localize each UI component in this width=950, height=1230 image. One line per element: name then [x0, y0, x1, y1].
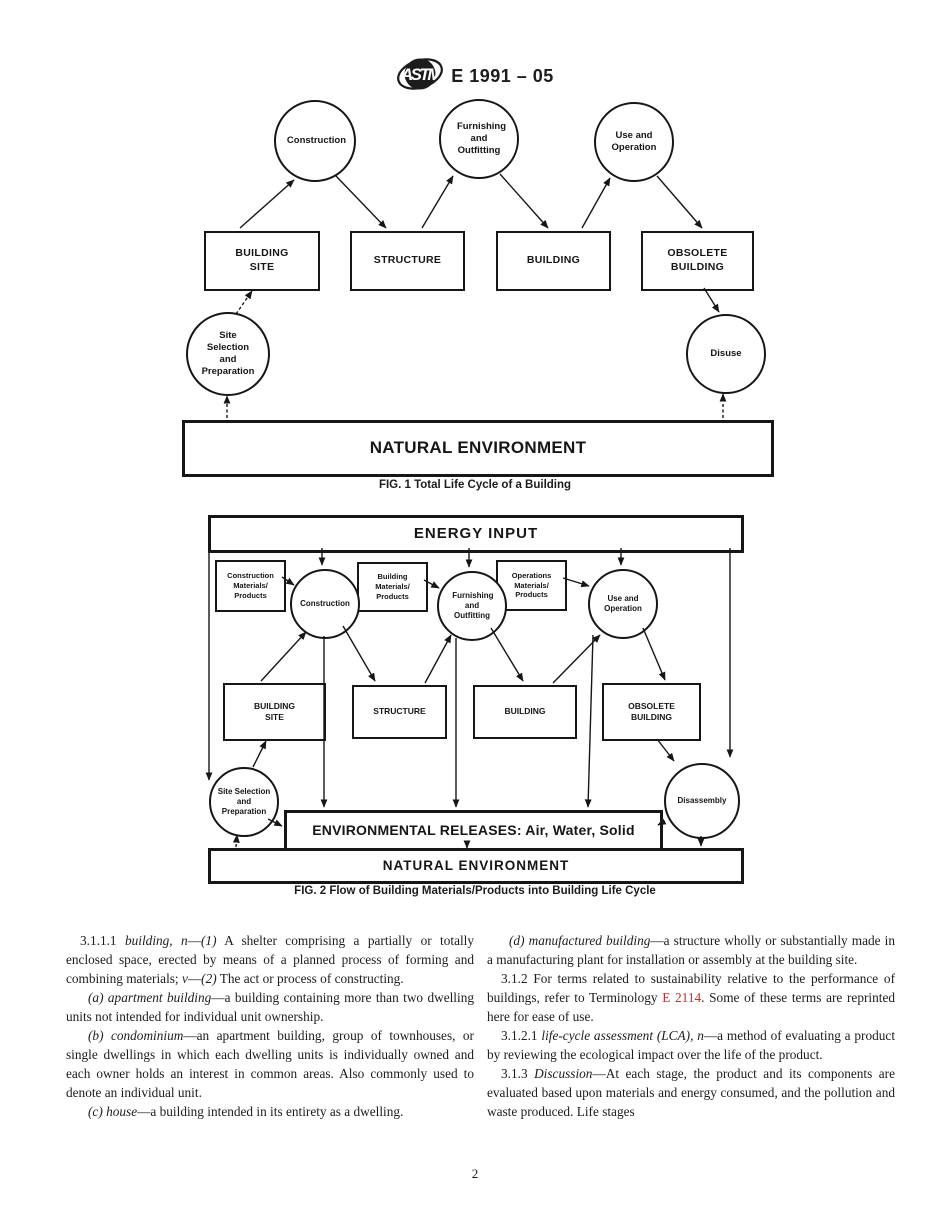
text-segment: — [187, 971, 202, 986]
text-segment: —At each stage, the product and its comp… [487, 1066, 895, 1119]
fig2-node-construction: Construction [290, 569, 360, 639]
text-segment: v [181, 971, 188, 986]
text-segment: building, n [124, 933, 188, 948]
fig2-node-disassembly: Disassembly [664, 763, 740, 839]
page-number: 2 [471, 1166, 479, 1181]
text-segment: (c) house [88, 1104, 138, 1119]
paragraph: (d) manufactured building—a structure wh… [487, 931, 895, 969]
paragraph: (a) apartment building—a building contai… [66, 988, 474, 1026]
text-segment: —an apartment building, group of townhou… [66, 1028, 474, 1100]
fig1-node-obsolete-building: OBSOLETE BUILDING [641, 231, 754, 291]
fig2-node-energy-input: ENERGY INPUT [208, 515, 744, 553]
text-segment: — [187, 933, 201, 948]
paragraph: 3.1.2.1 life-cycle assessment (LCA), n—a… [487, 1026, 895, 1064]
body-text-columns: 3.1.1.1 building, n—(1) A shelter compri… [66, 931, 895, 1121]
fig2-node-furnishing: Furnishing and Outfitting [437, 571, 507, 641]
fig1-node-use-operation: Use and Operation [594, 102, 674, 182]
text-segment: (a) apartment building [88, 990, 212, 1005]
standard-designation: E 1991 – 05 [451, 66, 554, 86]
text-segment: —a building intended in its entirety as … [137, 1104, 404, 1119]
fig2-node-structure: STRUCTURE [352, 685, 447, 739]
paragraph: (c) house—a building intended in its ent… [66, 1102, 474, 1121]
text-segment: A shelter comprising a partially or tota… [66, 933, 475, 986]
text-segment: —a building containing more than two dwe… [66, 990, 474, 1024]
fig2-caption: FIG. 2 Flow of Building Materials/Produc… [294, 885, 656, 897]
fig2-node-obsolete-building: OBSOLETE BUILDING [602, 683, 701, 741]
fig2-node-construction-materials: Construction Materials/ Products [215, 560, 286, 612]
astm-logo-icon: ASTM [396, 52, 444, 101]
fig2-node-building: BUILDING [473, 685, 577, 739]
paragraph: 3.1.3 Discussion—At each stage, the prod… [487, 1064, 895, 1121]
paragraph: (b) condominium—an apartment building, g… [66, 1026, 474, 1102]
fig1-node-construction: Construction [274, 100, 356, 182]
svg-text:ASTM: ASTM [400, 65, 443, 84]
fig2-node-site-selection: Site Selection and Preparation [209, 767, 279, 837]
paragraph: 3.1.2 For terms related to sustainabilit… [487, 969, 895, 1026]
text-segment: life-cycle assessment (LCA), n [541, 1028, 704, 1043]
text-segment: (1) [201, 933, 217, 948]
figure-2-diagram: ENERGY INPUT Construction Materials/ Pro… [205, 510, 744, 885]
text-segment: (b) condominium [88, 1028, 184, 1043]
text-column-left: 3.1.1.1 building, n—(1) A shelter compri… [66, 931, 474, 1121]
paragraph: 3.1.1.1 building, n—(1) A shelter compri… [66, 931, 474, 988]
fig1-node-disuse: Disuse [686, 314, 766, 394]
text-segment: 3.1.2.1 [501, 1028, 542, 1043]
text-segment: (d) manufactured building [509, 933, 651, 948]
fig1-node-site-selection: Site Selection and Preparation [186, 312, 270, 396]
text-segment: —a structure wholly or substantially mad… [487, 933, 895, 967]
figure-1-diagram: Construction Furnishing and Outfitting U… [170, 92, 790, 492]
terminology-reference-link[interactable]: E 2114 [662, 990, 702, 1005]
text-segment: . Some of these terms are reprinted here… [487, 990, 895, 1024]
fig1-node-building-site: BUILDING SITE [204, 231, 320, 291]
fig1-caption: FIG. 1 Total Life Cycle of a Building [378, 479, 572, 491]
text-segment: 3.1.2 For terms related to sustainabilit… [487, 971, 895, 1005]
fig2-node-building-site: BUILDING SITE [223, 683, 326, 741]
text-column-right: (d) manufactured building—a structure wh… [487, 931, 895, 1121]
fig2-node-building-materials: Building Materials/ Products [357, 562, 428, 612]
fig2-node-environmental-releases: ENVIRONMENTAL RELEASES: Air, Water, Soli… [284, 810, 663, 851]
text-segment: 3.1.1.1 [80, 933, 125, 948]
fig2-node-natural-environment: NATURAL ENVIRONMENT [208, 848, 744, 884]
fig1-node-furnishing: Furnishing and Outfitting [439, 99, 519, 179]
fig1-node-structure: STRUCTURE [350, 231, 465, 291]
text-segment: (2) [201, 971, 217, 986]
text-segment: Discussion [534, 1066, 593, 1081]
fig2-node-use-operation: Use and Operation [588, 569, 658, 639]
fig1-node-natural-environment: NATURAL ENVIRONMENT [182, 420, 774, 477]
text-segment: —a method of evaluating a product by rev… [487, 1028, 896, 1062]
text-segment: 3.1.3 [501, 1066, 535, 1081]
fig1-node-building: BUILDING [496, 231, 611, 291]
text-segment: The act or process of constructing. [216, 971, 404, 986]
page-header: ASTM E 1991 – 05 [0, 52, 950, 101]
